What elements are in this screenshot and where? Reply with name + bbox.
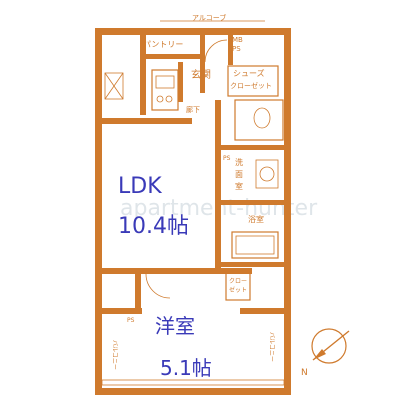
partition-wall [135,274,141,314]
genkan-wall [178,62,183,102]
right-wall [284,28,291,395]
mb-label: MB [232,36,243,44]
genkan-label: 玄関 [191,68,211,81]
mbps-wall-right [228,35,233,65]
mbps-wall [200,35,205,93]
bathtub [231,231,279,259]
bath-bottom-wall [221,262,284,267]
left-balcony-wall [102,308,142,314]
balcony-left-label: バルコニー [111,340,118,370]
toilet-icon [253,107,271,129]
wash-bottom-wall [221,200,284,205]
ps-small-label: PS [223,155,231,162]
closet [225,271,251,301]
youshitsu-size: 5.1帖 [160,356,212,380]
stove-burner-icon [156,95,164,103]
wash-top-wall [221,145,284,150]
pantry-wall [140,54,200,59]
ldk-bottom-wall [102,268,252,274]
basin-icon [259,166,275,182]
closet-label-1: クロー [229,278,247,285]
shoes-closet-label-2: クローゼット [230,81,272,90]
washroom-label-2: 面 [235,170,243,179]
bathroom-label: 浴室 [248,214,264,224]
closet-label-2: ゼット [229,286,247,294]
sink-icon [155,75,175,89]
left-wall [95,28,102,395]
fridge-space [104,72,124,100]
washbasin [255,159,279,189]
ps-label: PS [232,45,241,53]
rouka-label: 廊下 [186,105,200,114]
ldk-name: LDK [118,174,162,199]
balcony-right-label: バルコニー [268,332,275,362]
window-strip [101,379,285,386]
compass-label: N [301,368,308,378]
stove-burner-icon [165,95,173,103]
washroom-label-3: 室 [235,181,243,191]
washroom-label-1: 洗 [235,157,243,167]
kitchen-wall [140,35,146,115]
pantry-label: パントリー [143,40,183,49]
door-swing [204,39,228,63]
youshitsu-name: 洋室 [155,314,195,338]
kitchen-counter-wall [102,118,192,124]
top-wall [95,28,291,35]
toilet-room [234,99,284,141]
door-swing [145,273,171,299]
ldk-size: 10.4帖 [118,214,189,239]
compass-icon: N [301,328,350,378]
bottom-wall [95,388,291,395]
right-balcony-wall [240,308,284,314]
alcove-label: アルコーブ [192,13,226,22]
shoes-closet-label-1: シューズ [233,68,265,78]
hall-wall [215,100,221,270]
shoes-closet [227,65,279,97]
ps-bottom-label: PS [127,317,135,324]
